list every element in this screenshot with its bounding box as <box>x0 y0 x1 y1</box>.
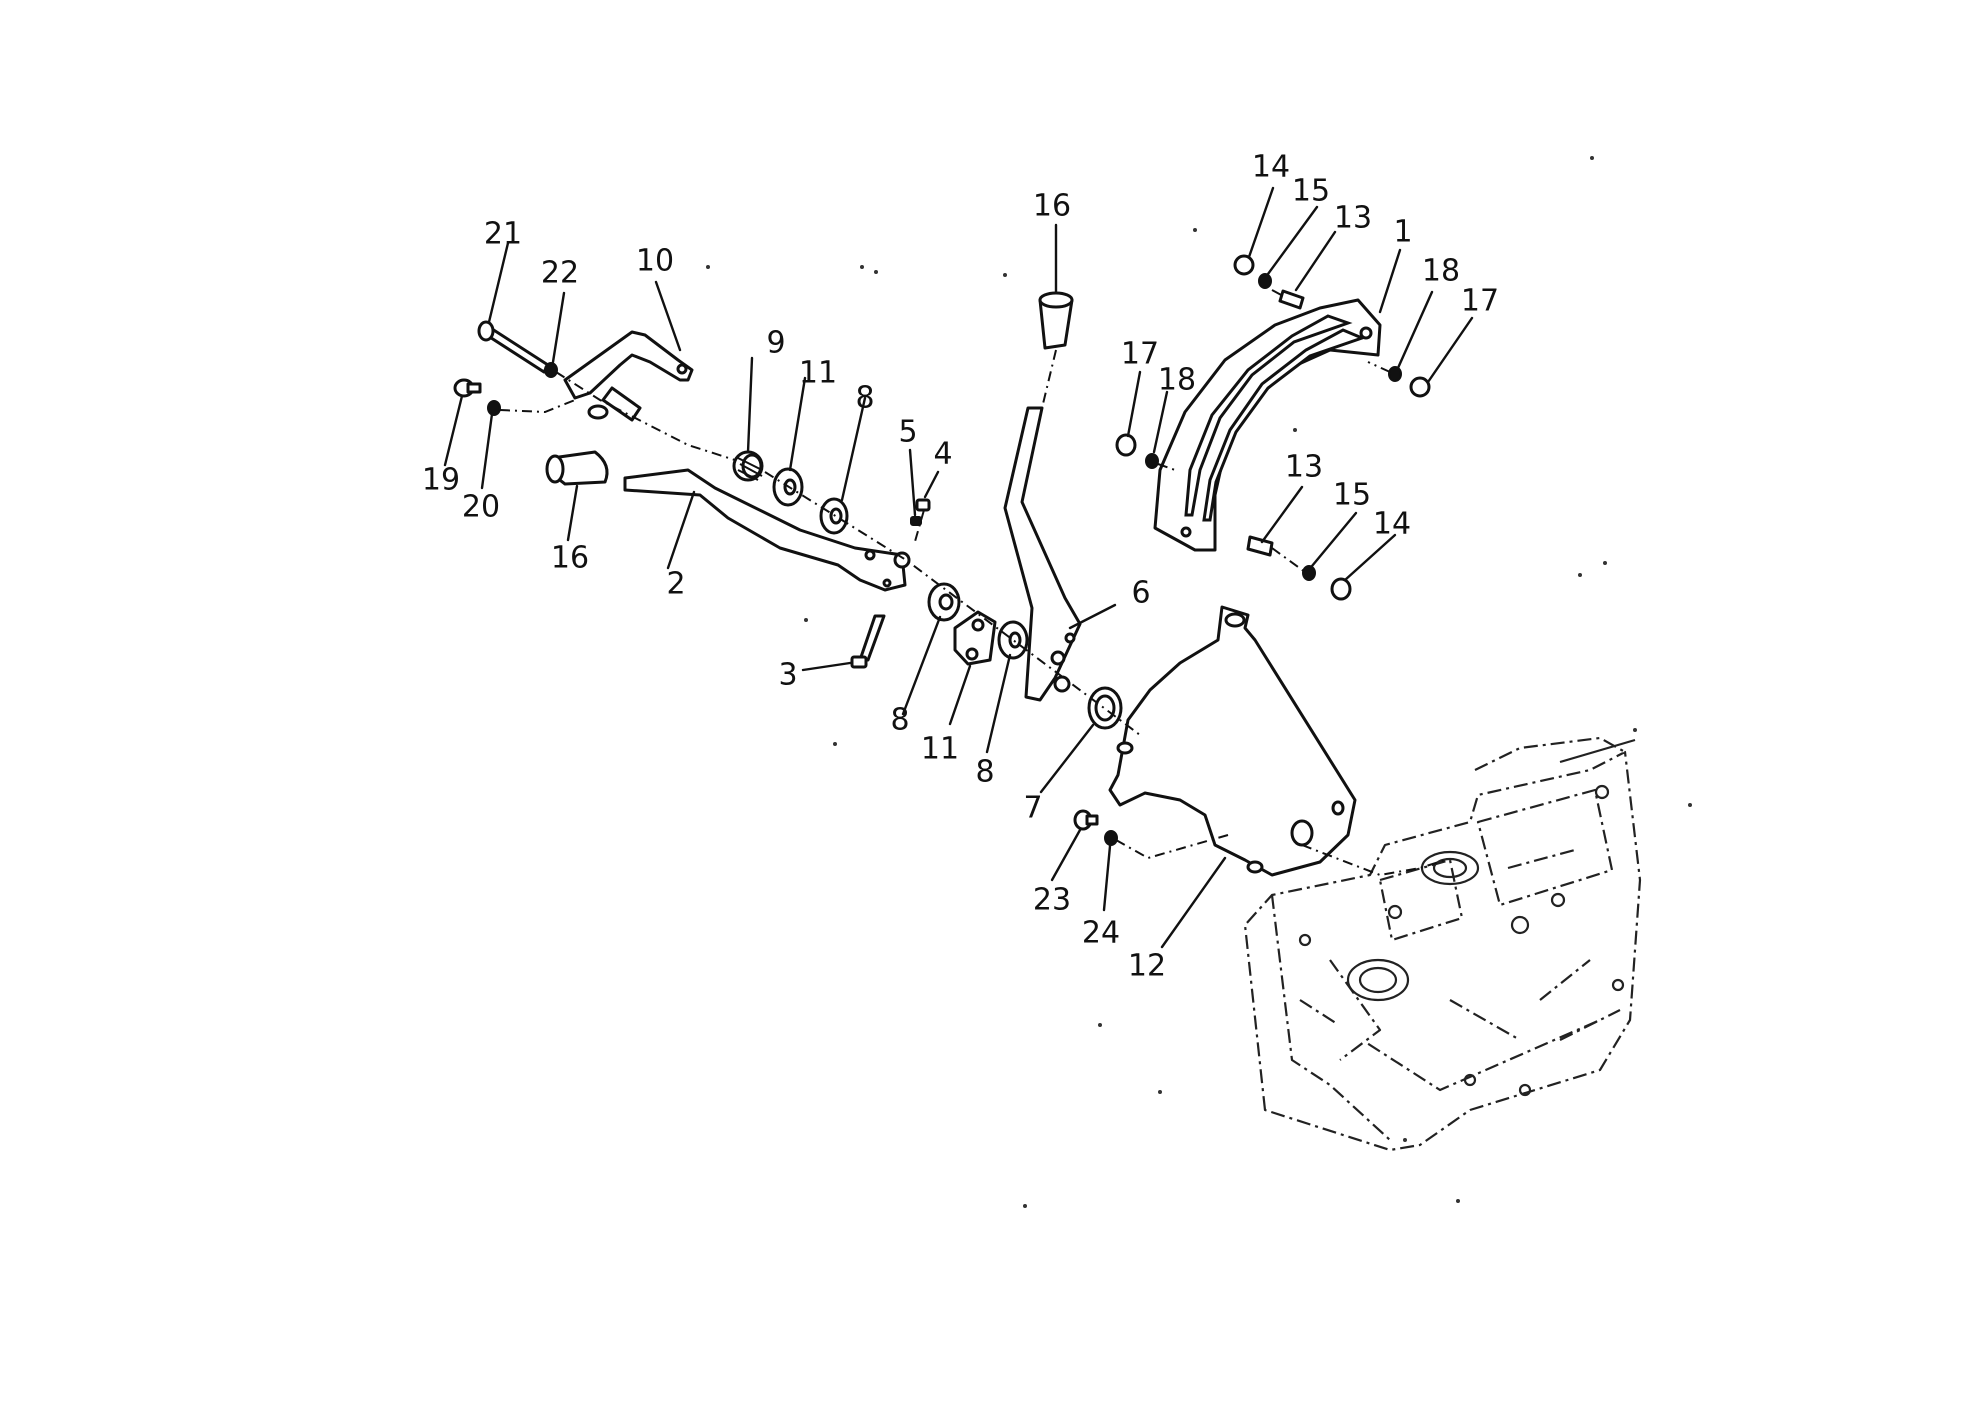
callout-2: 2 <box>666 567 685 602</box>
part-7-seal-ring <box>1087 686 1123 730</box>
callout-9: 9 <box>766 326 785 361</box>
assembly-lines <box>499 289 1446 877</box>
part-22-washer <box>544 362 558 378</box>
part-10-bracket <box>563 330 694 422</box>
part-12-sector-plate <box>1108 605 1357 877</box>
callout-22: 22 <box>541 256 579 291</box>
callout-17-left: 17 <box>1121 337 1159 372</box>
part-13-bolt-lower <box>1246 535 1274 557</box>
part-15-washer-upper <box>1258 273 1272 289</box>
part-17-bolt-right <box>1409 376 1431 398</box>
part-21-bolt <box>477 320 550 374</box>
part-18-washer-left <box>1145 453 1159 469</box>
callout-18-right: 18 <box>1422 254 1460 289</box>
part-4-nut <box>915 498 931 512</box>
part-19-bolt <box>453 378 482 398</box>
callout-24: 24 <box>1082 916 1120 951</box>
part-13-bolt-upper <box>1278 289 1305 310</box>
callout-11-upper: 11 <box>799 356 837 391</box>
callout-8-lower-right: 8 <box>975 755 994 790</box>
part-3-bolt <box>850 614 886 669</box>
callout-15-upper: 15 <box>1292 174 1330 209</box>
callout-14-lower: 14 <box>1373 507 1411 542</box>
part-16-knob-top <box>1038 291 1074 350</box>
callout-15-lower: 15 <box>1333 478 1371 513</box>
callout-14-upper: 14 <box>1252 150 1290 185</box>
callout-8-upper: 8 <box>855 381 874 416</box>
scan-specks <box>706 156 1692 1208</box>
transmission-housing <box>1243 736 1642 1152</box>
callout-20: 20 <box>462 490 500 525</box>
part-14-nut-lower <box>1330 577 1352 601</box>
callout-3: 3 <box>778 658 797 693</box>
callout-23: 23 <box>1033 883 1071 918</box>
part-11-link-plate <box>953 610 997 666</box>
callout-11-lower: 11 <box>921 732 959 767</box>
callout-7: 7 <box>1023 791 1042 826</box>
callout-5: 5 <box>898 415 917 450</box>
part-14-nut-upper <box>1233 254 1255 276</box>
part-20-washer <box>487 400 501 416</box>
part-24-washer <box>1104 830 1118 846</box>
part-9-spring <box>732 450 764 482</box>
callout-12: 12 <box>1128 949 1166 984</box>
callout-21: 21 <box>484 217 522 252</box>
callouts: 1 2 3 4 5 6 7 8 8 8 9 10 11 11 12 13 13 … <box>422 150 1499 984</box>
callout-13-lower: 13 <box>1285 450 1323 485</box>
part-17-bolt-left <box>1115 433 1137 457</box>
callout-13-upper: 13 <box>1334 201 1372 236</box>
part-2-lever <box>623 468 911 592</box>
callout-6: 6 <box>1131 576 1150 611</box>
part-16-knob-left <box>545 450 609 486</box>
part-5-pin <box>910 516 922 526</box>
callout-18-left: 18 <box>1158 363 1196 398</box>
part-1-gate-plate <box>1153 298 1382 552</box>
callout-19: 19 <box>422 463 460 498</box>
callout-16-left: 16 <box>551 541 589 576</box>
part-18-washer-right <box>1388 366 1402 382</box>
callout-17-right: 17 <box>1461 284 1499 319</box>
part-6-shift-lever <box>1003 406 1082 702</box>
part-8-washer-lower-right <box>997 620 1029 660</box>
part-23-bolt <box>1073 809 1099 831</box>
leader-lines <box>443 186 1474 949</box>
callout-10: 10 <box>636 244 674 279</box>
callout-16-top: 16 <box>1033 189 1071 224</box>
callout-8-lower-left: 8 <box>890 703 909 738</box>
part-15-washer-lower <box>1302 565 1316 581</box>
callout-1: 1 <box>1393 215 1412 250</box>
callout-4: 4 <box>933 437 952 472</box>
